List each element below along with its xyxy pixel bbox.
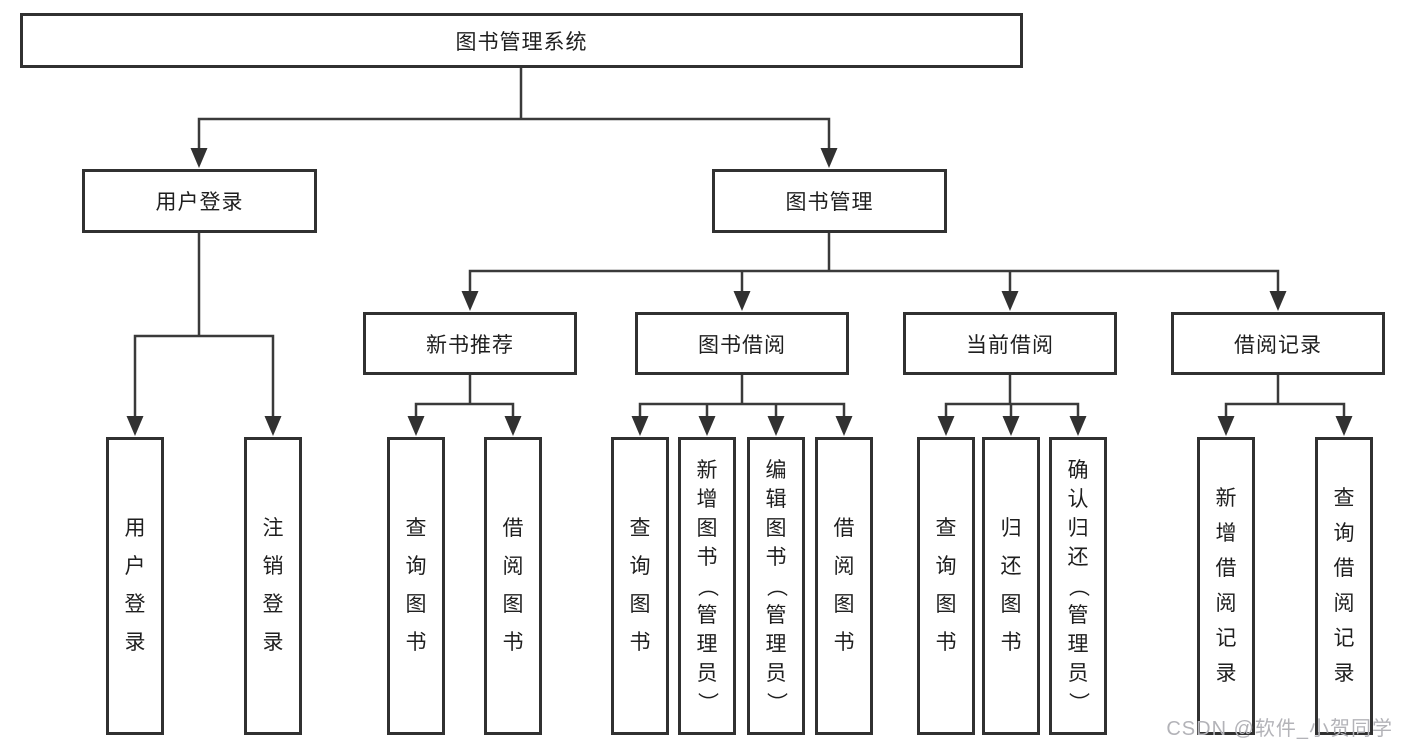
connector-paths: [133, 66, 1346, 422]
leaf-edit-book-admin: 编辑图书（管理员）: [747, 437, 805, 735]
leaf-return-book-label: 归还图书: [1000, 517, 1022, 654]
leaf-add-borrow-record-label: 新增借阅记录: [1215, 487, 1237, 685]
node-root-label: 图书管理系统: [455, 30, 588, 54]
node-current-borrowing-label: 当前借阅: [966, 333, 1054, 357]
leaf-query-borrow-record-label: 查询借阅记录: [1333, 487, 1355, 685]
watermark-text: CSDN @软件_小贺同学: [1166, 718, 1393, 740]
leaf-edit-book-admin-label: 编辑图书（管理员）: [764, 458, 788, 713]
leaf-logout-label: 注销登录: [262, 517, 284, 654]
leaf-logout: 注销登录: [244, 437, 302, 735]
leaf-borrow-book-recommend-label: 借阅图书: [502, 517, 524, 654]
node-book-borrowing-label: 图书借阅: [698, 333, 786, 357]
leaf-query-book-recommend: 查询图书: [387, 437, 445, 735]
leaf-query-book-current: 查询图书: [917, 437, 975, 735]
leaf-query-borrow-record: 查询借阅记录: [1315, 437, 1373, 735]
node-borrow-records: 借阅记录: [1171, 312, 1385, 375]
leaf-query-book-borrowing: 查询图书: [611, 437, 669, 735]
leaf-user-login-label: 用户登录: [124, 517, 146, 654]
node-current-borrowing: 当前借阅: [903, 312, 1117, 375]
node-new-book-recommend: 新书推荐: [363, 312, 577, 375]
node-root: 图书管理系统: [20, 13, 1023, 68]
leaf-confirm-return-admin: 确认归还（管理员）: [1049, 437, 1107, 735]
node-new-book-recommend-label: 新书推荐: [426, 333, 514, 357]
leaf-return-book: 归还图书: [982, 437, 1040, 735]
leaf-add-book-admin-label: 新增图书（管理员）: [695, 458, 719, 713]
node-book-management: 图书管理: [712, 169, 947, 233]
node-borrow-records-label: 借阅记录: [1234, 333, 1322, 357]
node-book-borrowing: 图书借阅: [635, 312, 849, 375]
leaf-borrow-book: 借阅图书: [815, 437, 873, 735]
node-user-login-label: 用户登录: [155, 191, 244, 214]
leaf-user-login: 用户登录: [106, 437, 164, 735]
arrowheads: [126, 148, 1353, 436]
leaf-add-borrow-record: 新增借阅记录: [1197, 437, 1255, 735]
leaf-confirm-return-admin-label: 确认归还（管理员）: [1066, 458, 1090, 713]
leaf-borrow-book-label: 借阅图书: [833, 517, 855, 654]
node-book-management-label: 图书管理: [785, 191, 874, 214]
leaf-borrow-book-recommend: 借阅图书: [484, 437, 542, 735]
leaf-query-book-current-label: 查询图书: [935, 517, 957, 654]
leaf-query-book-recommend-label: 查询图书: [405, 517, 427, 654]
node-user-login: 用户登录: [82, 169, 317, 233]
leaf-add-book-admin: 新增图书（管理员）: [678, 437, 736, 735]
leaf-query-book-borrowing-label: 查询图书: [629, 517, 651, 654]
